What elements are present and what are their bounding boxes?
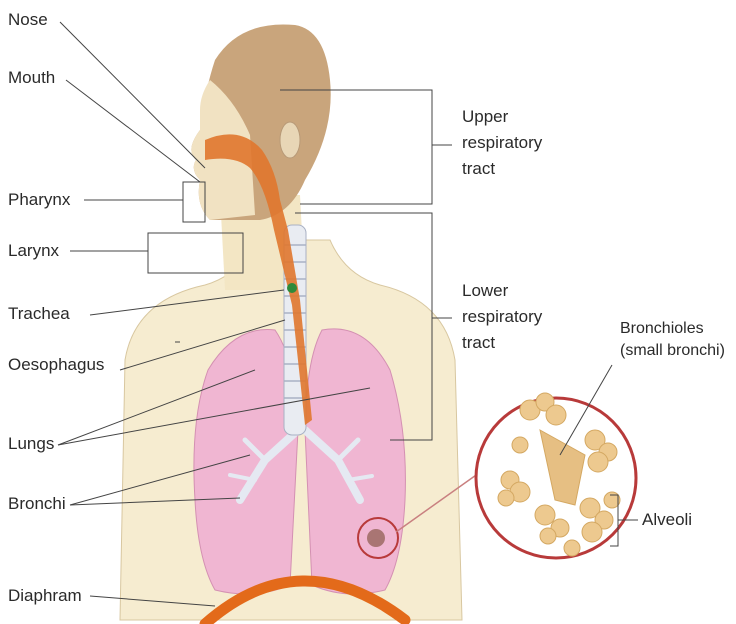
bronchioles-line-2: (small bronchi) [620,340,725,362]
ear [280,122,300,158]
label-trachea: Trachea [8,304,70,324]
label-larynx: Larynx [8,241,59,261]
lower-tract-line-3: tract [462,330,542,356]
upper-tract-line-2: respiratory [462,130,542,156]
label-pharynx: Pharynx [8,190,70,210]
label-alveoli: Alveoli [642,510,692,530]
label-mouth: Mouth [8,68,55,88]
lower-tract-line-2: respiratory [462,304,542,330]
lower-tract-line-1: Lower [462,278,542,304]
label-oesophagus: Oesophagus [8,355,104,375]
label-bronchi: Bronchi [8,494,66,514]
upper-tract-line-1: Upper [462,104,542,130]
label-upper-respiratory-tract: Upper respiratory tract [462,104,542,182]
bronchioles-line-1: Bronchioles [620,318,725,340]
upper-tract-line-3: tract [462,156,542,182]
label-lower-respiratory-tract: Lower respiratory tract [462,278,542,356]
label-diaphram: Diaphram [8,586,82,606]
epiglottis [287,283,297,293]
label-lungs: Lungs [8,434,54,454]
left-lung [194,330,298,595]
label-bronchioles: Bronchioles (small bronchi) [620,318,725,362]
alveolus-spot [367,529,385,547]
label-nose: Nose [8,10,48,30]
